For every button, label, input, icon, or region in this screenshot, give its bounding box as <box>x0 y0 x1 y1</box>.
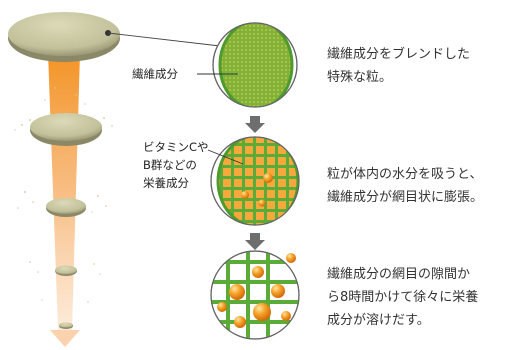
dissolution-stream <box>48 52 80 330</box>
zoom-circle-2 <box>210 136 300 226</box>
tablet-tiny <box>59 322 73 329</box>
step3-line1: 繊維成分の網目の隙間か <box>327 267 471 282</box>
tablet-zoom-leader <box>107 32 221 47</box>
fiber-label: 繊維成分 <box>132 67 178 81</box>
vitamin-label-line1: ビタミンCや <box>143 140 209 154</box>
vitamin-label-line3: 栄養成分 <box>143 176 189 190</box>
step3-line2: ら8時間かけて徐々に栄養 <box>327 290 479 305</box>
zoom-circle-3 <box>210 250 300 340</box>
step2-line2: 繊維成分が網目状に膨張。 <box>327 190 484 205</box>
step3-line3: 成分が溶けだす。 <box>327 313 430 328</box>
tablet-smaller <box>55 265 77 276</box>
released-nutrient <box>286 253 296 263</box>
tablet-small <box>46 198 86 217</box>
vitamin-label-line2: B群などの <box>143 158 197 172</box>
stream-arrowhead <box>50 330 80 347</box>
tablet-large <box>8 12 120 62</box>
tablet-medium <box>30 113 102 146</box>
step-arrow-2 <box>245 233 265 250</box>
step2-line1: 粒が体内の水分を吸うと、 <box>327 167 483 182</box>
vitamin-leader <box>207 149 244 165</box>
step-arrow-1 <box>245 116 265 133</box>
zoom-circle-1 <box>212 22 298 108</box>
step1-line2: 特殊な粒。 <box>327 70 393 85</box>
step1-line1: 繊維成分をブレンドした <box>327 47 471 62</box>
